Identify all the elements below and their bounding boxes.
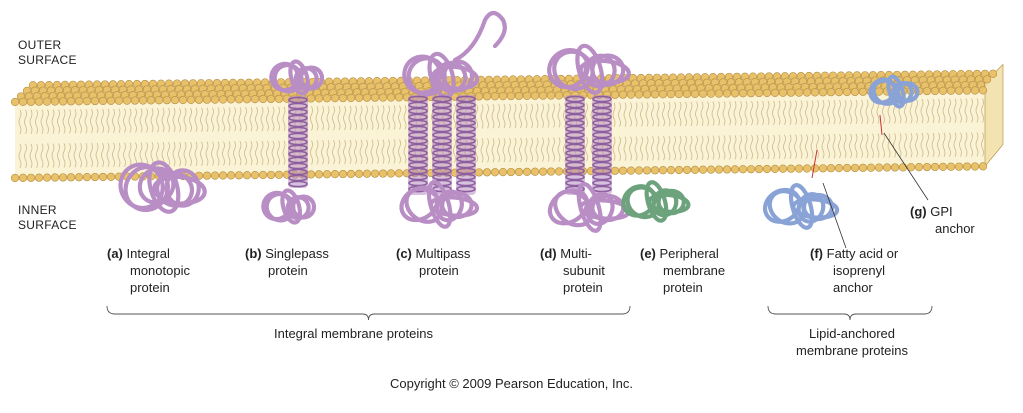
letter-e: (e) [640,246,656,261]
protein-e-peripheral [621,180,691,223]
label-g-line-2: anchor [935,221,975,236]
label-multisubunit: (d) Multi- subunit protein [540,245,605,296]
label-c-line-1: Multipass [415,246,471,261]
protein-g-anchor-line [879,114,883,136]
label-g-line-1: GPI [930,204,953,219]
protein-b-bottom-coil [261,188,317,225]
protein-c-bottom-coil [399,179,480,229]
label-singlepass: (b) Singlepass protein [245,245,329,279]
letter-f: (f) [810,246,823,261]
letter-a: (a) [107,246,123,261]
label-a-line-2: monotopic [130,263,190,278]
protein-d-helix-1 [565,95,585,195]
integral-group-label: Integral membrane proteins [274,326,433,341]
label-a-line-1: Integral [126,246,170,261]
outer-surface-line-2: SURFACE [18,53,77,67]
label-integral-monotopic: (a) Integral monotopic protein [107,245,190,296]
label-gpi-anchor: (g) GPI anchor [910,203,975,237]
letter-c: (c) [396,246,412,261]
protein-d-top-coil [547,43,631,95]
inner-surface-line-1: INNER [18,203,57,217]
outer-surface-label: OUTER SURFACE [18,38,77,68]
protein-shapes [118,10,929,249]
protein-b-helix [288,96,308,188]
protein-f-anchor-line [811,149,818,179]
protein-g-gpi [868,74,920,109]
lipid-anchored-line-2: membrane proteins [796,343,908,358]
protein-a-monotopic [118,160,207,214]
label-e-line-2: membrane [663,263,726,278]
protein-c-helix-2 [432,95,452,195]
label-d-line-3: protein [563,280,603,295]
label-b-line-2: protein [268,263,308,278]
protein-c-tail [452,10,507,63]
protein-c-helix-1 [408,95,428,195]
lipid-anchored-group-bracket [767,305,933,321]
letter-g: (g) [910,204,927,219]
protein-d-helix-2 [592,95,612,195]
protein-g-leader-line [883,132,929,201]
protein-c-helix-3 [456,95,476,195]
label-f-line-2: isoprenyl [833,263,886,278]
inner-surface-line-2: SURFACE [18,218,77,232]
label-f-line-1: Fatty acid or [826,246,899,261]
outer-surface-line-1: OUTER [18,38,62,52]
label-peripheral: (e) Peripheral membrane protein [640,245,725,296]
label-d-line-1: Multi- [560,246,593,261]
protein-f-leader-line [822,182,847,249]
label-multipass: (c) Multipass protein [396,245,470,279]
bilayer-end-face [984,63,1004,168]
lipid-anchored-group-label: Lipid-anchored membrane proteins [768,325,936,359]
letter-d: (d) [540,246,557,261]
label-b-line-1: Singlepass [265,246,329,261]
label-fatty-acid-anchor: (f) Fatty acid or isoprenyl anchor [810,245,898,296]
label-e-line-1: Peripheral [659,246,719,261]
letter-b: (b) [245,246,262,261]
protein-f-lipid-anchored [762,183,840,230]
label-a-line-3: protein [130,280,170,295]
copyright-text: Copyright © 2009 Pearson Education, Inc. [389,376,633,391]
label-f-line-3: anchor [833,280,873,295]
lipid-anchored-line-1: Lipid-anchored [808,326,895,341]
group-brackets [106,305,933,321]
inner-surface-label: INNER SURFACE [18,203,77,233]
protein-d-bottom-coil [547,181,631,233]
label-c-line-2: protein [419,263,459,278]
label-e-line-3: protein [663,280,703,295]
protein-b-top-coil [269,59,325,96]
label-d-line-2: subunit [563,263,605,278]
integral-group-bracket [106,305,631,321]
